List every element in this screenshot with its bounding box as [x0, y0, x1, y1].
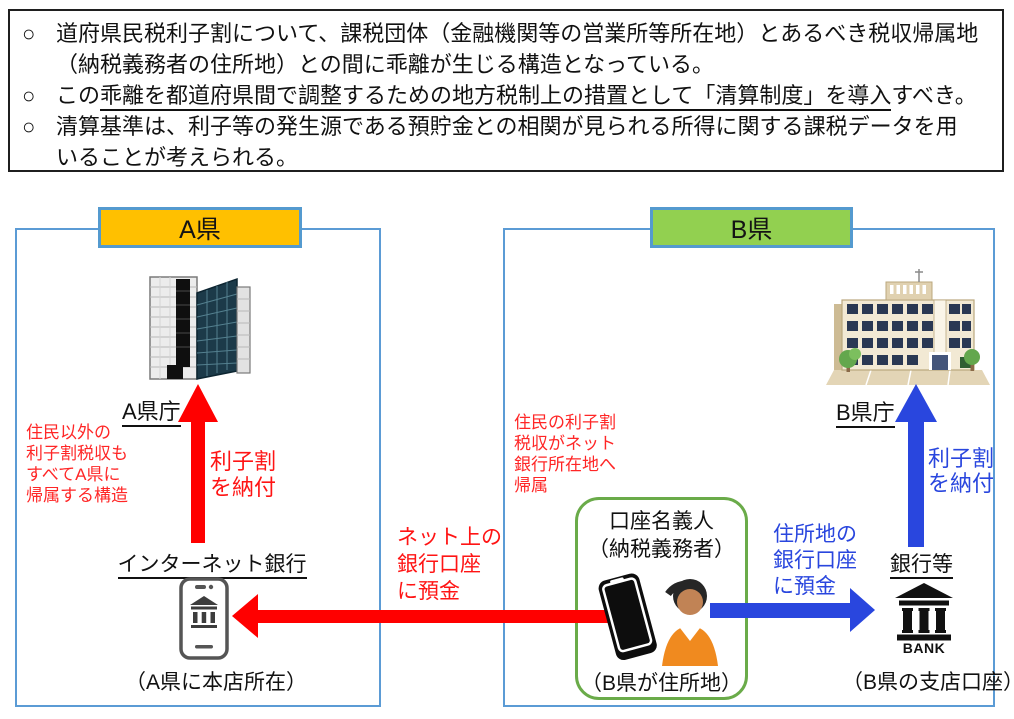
person-icon [662, 579, 718, 666]
a-office-label-text: A県庁 [122, 399, 181, 427]
bullet-line: 道府県民税利子割について、課税団体（金融機関等の営業所等所在地）とあるべき税収帰… [56, 21, 979, 46]
note-line: 帰属 [514, 476, 548, 495]
summary-bullet-2: ○ この乖離を都道府県間で調整するための地方税制上の措置として「清算制度」を導入… [22, 80, 994, 111]
summary-box: ○ 道府県民税利子割について、課税団体（金融機関等の営業所等所在地）とあるべき税… [8, 9, 1004, 172]
bullet-text: 道府県民税利子割について、課税団体（金融機関等の営業所等所在地）とあるべき税収帰… [56, 18, 994, 80]
prefecture-a-title: A県 [179, 215, 221, 244]
note-line: 住民の利子割 [514, 413, 616, 432]
label-line: を納付 [928, 471, 995, 496]
interest-tax-payment-arrow-a [191, 421, 205, 543]
bullet-marker: ○ [22, 114, 36, 139]
bullet-line: 清算基準は、利子等の発生源である預貯金との相関が見られる所得に関する課税データを… [56, 114, 958, 139]
bank-building-icon: BANK [895, 583, 953, 654]
smartphone-icon [598, 573, 657, 661]
label-line: を納付 [210, 475, 277, 500]
account-holder-box: 口座名義人 （納税義務者） [575, 497, 748, 700]
label-line: 住所地の [773, 523, 857, 546]
holder-phone-person-illustration [598, 573, 718, 666]
interest-tax-payment-label-b: 利子割 を納付 [928, 446, 994, 496]
note-line: 銀行所在地へ [514, 455, 616, 474]
bullet-text: 清算基準は、利子等の発生源である預貯金との相関が見られる所得に関する課税データを… [56, 111, 994, 173]
note-line: 利子割税収も [26, 444, 128, 463]
bullet-segment: すべき。 [891, 83, 977, 108]
prefecture-a-header: A県 [98, 207, 302, 248]
b-office-label-text: B県庁 [836, 400, 895, 428]
b-office-label: B県庁 [836, 395, 895, 428]
bullet-line: （納税義務者の住所地）との間に乖離が生じる構造となっている。 [56, 52, 715, 77]
note-line: 帰属する構造 [26, 486, 128, 505]
net-deposit-arrowhead [232, 594, 258, 638]
internet-bank-label: インターネット銀行 [112, 548, 312, 579]
interest-tax-payment-arrowhead-a [178, 384, 218, 422]
label-line: ネット上の [397, 526, 502, 549]
holder-caption: （B県が住所地） [580, 672, 742, 695]
local-deposit-arrow [710, 603, 851, 618]
interest-tax-payment-arrow-b [908, 421, 924, 547]
interest-tax-payment-label-a: 利子割 を納付 [210, 449, 276, 501]
summary-bullet-1: ○ 道府県民税利子割について、課税団体（金融機関等の営業所等所在地）とあるべき税… [22, 18, 994, 80]
account-holder-title: 口座名義人 [609, 510, 714, 533]
bullet-underlined-segment: 乖離を都道府県間で調整するための地方税制上の措置として「清算制度」を導入 [100, 83, 892, 111]
label-line: 銀行口座 [773, 549, 857, 572]
note-line: すべてA県に [26, 465, 121, 484]
a-note-text: 住民以外の 利子割税収も すべてA県に 帰属する構造 [26, 422, 128, 506]
bank-label: 銀行等 [890, 548, 953, 579]
net-deposit-label: ネット上の 銀行口座 に預金 [397, 524, 502, 605]
bullet-line: この乖離を都道府県間で調整するための地方税制上の措置として「清算制度」を導入すべ… [56, 80, 994, 111]
label-line: 利子割 [928, 446, 995, 471]
bullet-text: この乖離を都道府県間で調整するための地方税制上の措置として「清算制度」を導入すべ… [56, 80, 994, 111]
bank-icon-text: BANK [903, 640, 945, 654]
label-line: 銀行口座 [397, 553, 481, 576]
prefecture-b-title: B県 [730, 215, 773, 244]
bullet-marker: ○ [22, 21, 36, 46]
b-office-building-illustration [826, 269, 990, 386]
local-deposit-label: 住所地の 銀行口座 に預金 [773, 522, 857, 600]
interest-tax-payment-arrowhead-b [895, 384, 937, 422]
bullet-marker: ○ [22, 83, 36, 108]
local-deposit-arrowhead [850, 588, 875, 632]
b-bank-caption: （B県の支店口座） [842, 671, 1014, 694]
bullet-segment: この [56, 83, 101, 108]
note-line: 住民以外の [26, 423, 111, 442]
tree-icon [839, 348, 980, 372]
smartphone-bank-icon [179, 577, 229, 660]
bank-glyph [190, 596, 218, 628]
account-holder-subtitle: （納税義務者） [588, 538, 735, 561]
a-bank-caption: （A県に本店所在） [124, 671, 307, 694]
a-office-building-illustration [149, 276, 251, 380]
label-line: に預金 [397, 580, 460, 603]
internet-bank-label-text: インターネット銀行 [117, 553, 307, 579]
note-line: 税収がネット [514, 434, 616, 453]
net-deposit-arrow [257, 610, 617, 623]
prefecture-b-header: B県 [650, 207, 853, 248]
summary-bullet-3: ○ 清算基準は、利子等の発生源である預貯金との相関が見られる所得に関する課税デー… [22, 111, 994, 173]
label-line: に預金 [773, 575, 836, 598]
a-office-label: A県庁 [122, 394, 181, 427]
bank-label-text: 銀行等 [890, 553, 953, 579]
b-note-text: 住民の利子割 税収がネット 銀行所在地へ 帰属 [514, 412, 616, 496]
bullet-line: いることが考えられる。 [56, 145, 299, 170]
label-line: 利子割 [210, 449, 277, 474]
